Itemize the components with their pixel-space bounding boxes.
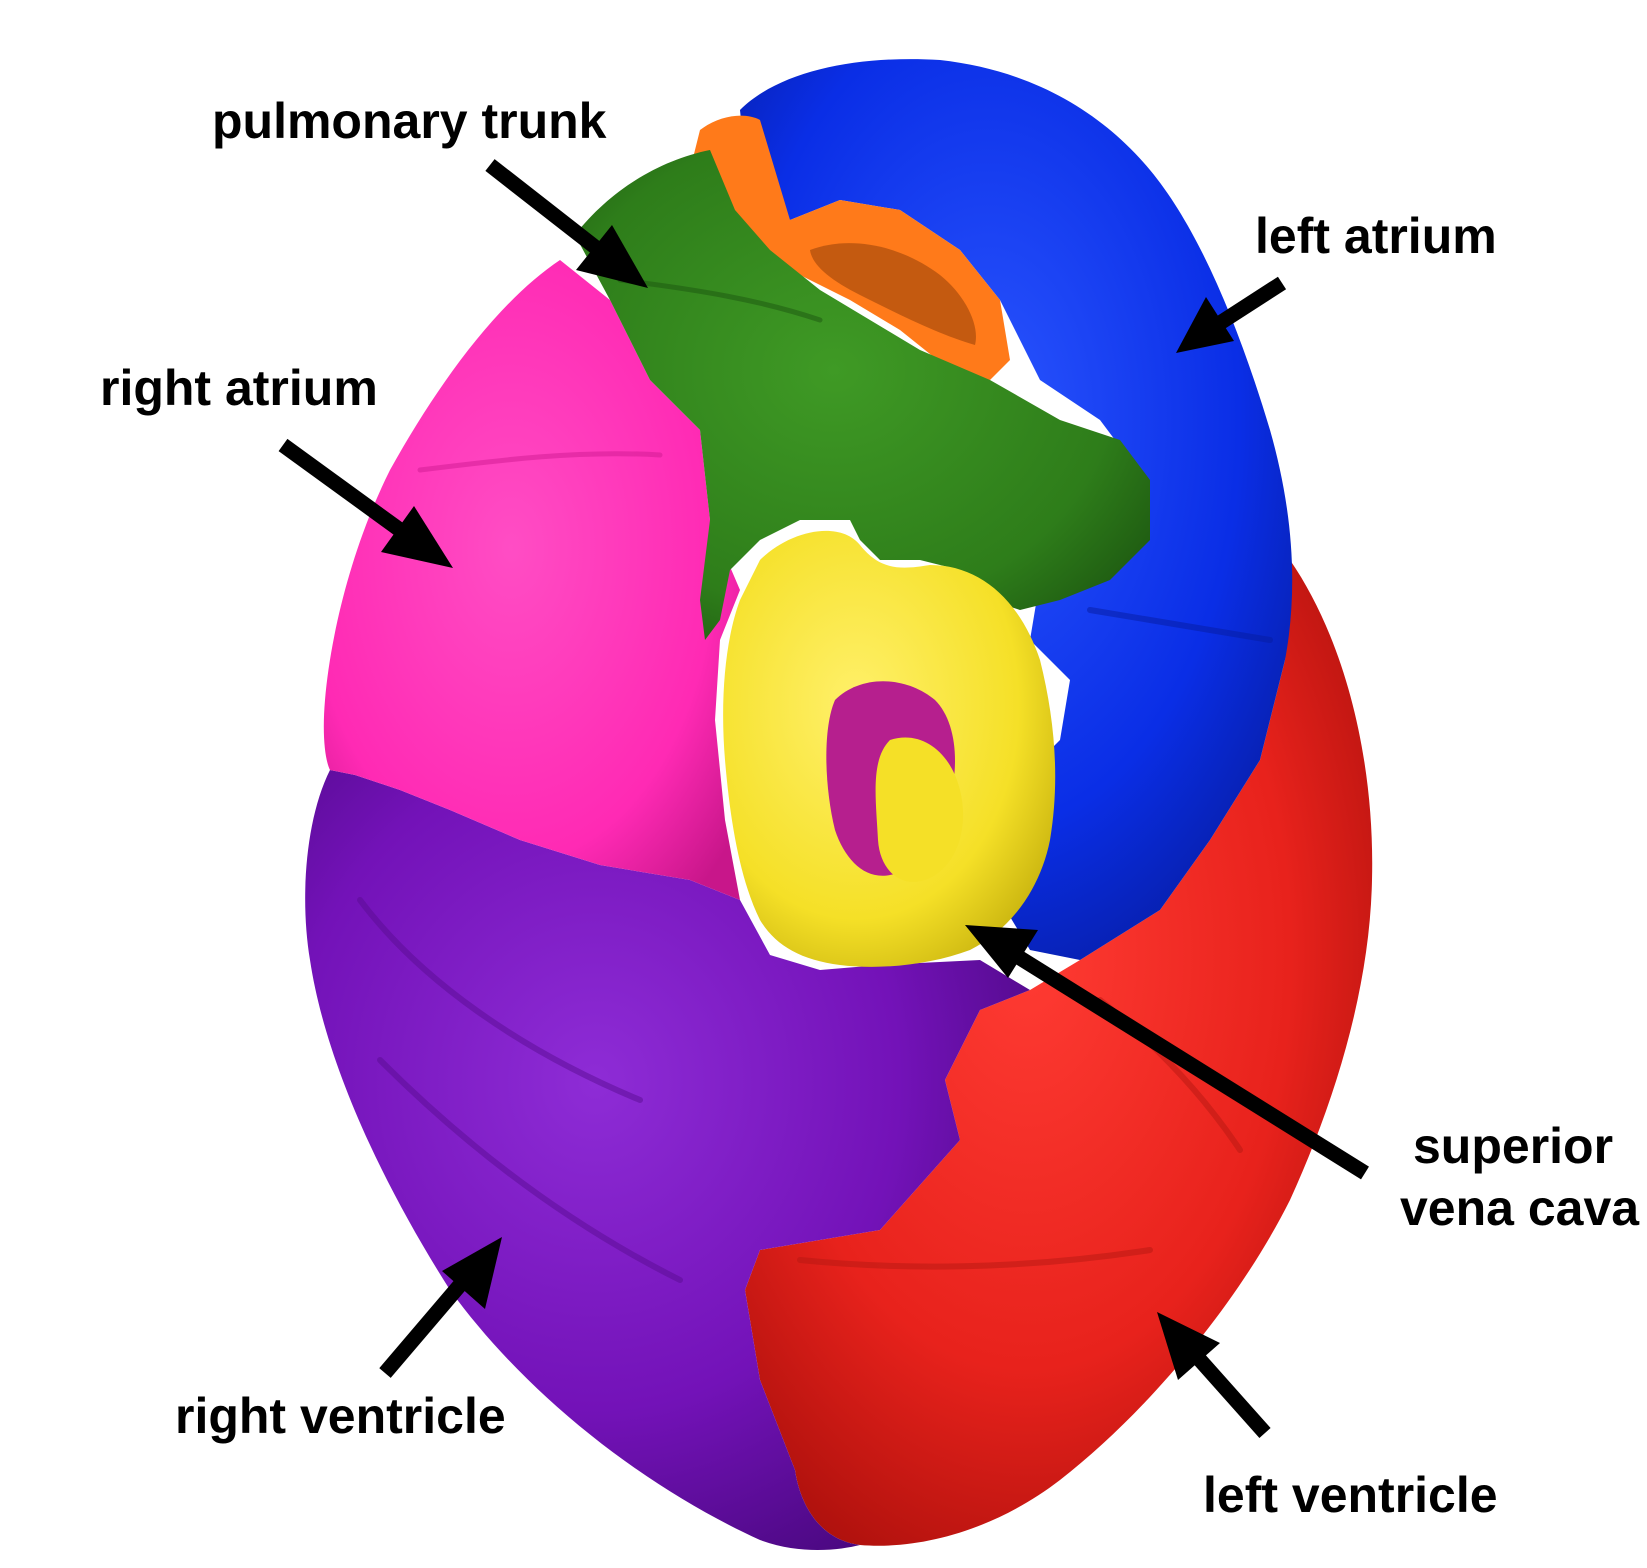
- right-ventricle-label: right ventricle: [175, 1388, 506, 1444]
- left-atrium-label: left atrium: [1255, 208, 1497, 264]
- left-ventricle-label: left ventricle: [1203, 1467, 1498, 1523]
- superior-vena-cava-label-line2: vena cava: [1400, 1180, 1640, 1236]
- pulmonary-trunk-label: pulmonary trunk: [212, 93, 607, 149]
- superior-vena-cava-label-line1: superior: [1413, 1118, 1613, 1174]
- right-atrium-label: right atrium: [100, 360, 378, 416]
